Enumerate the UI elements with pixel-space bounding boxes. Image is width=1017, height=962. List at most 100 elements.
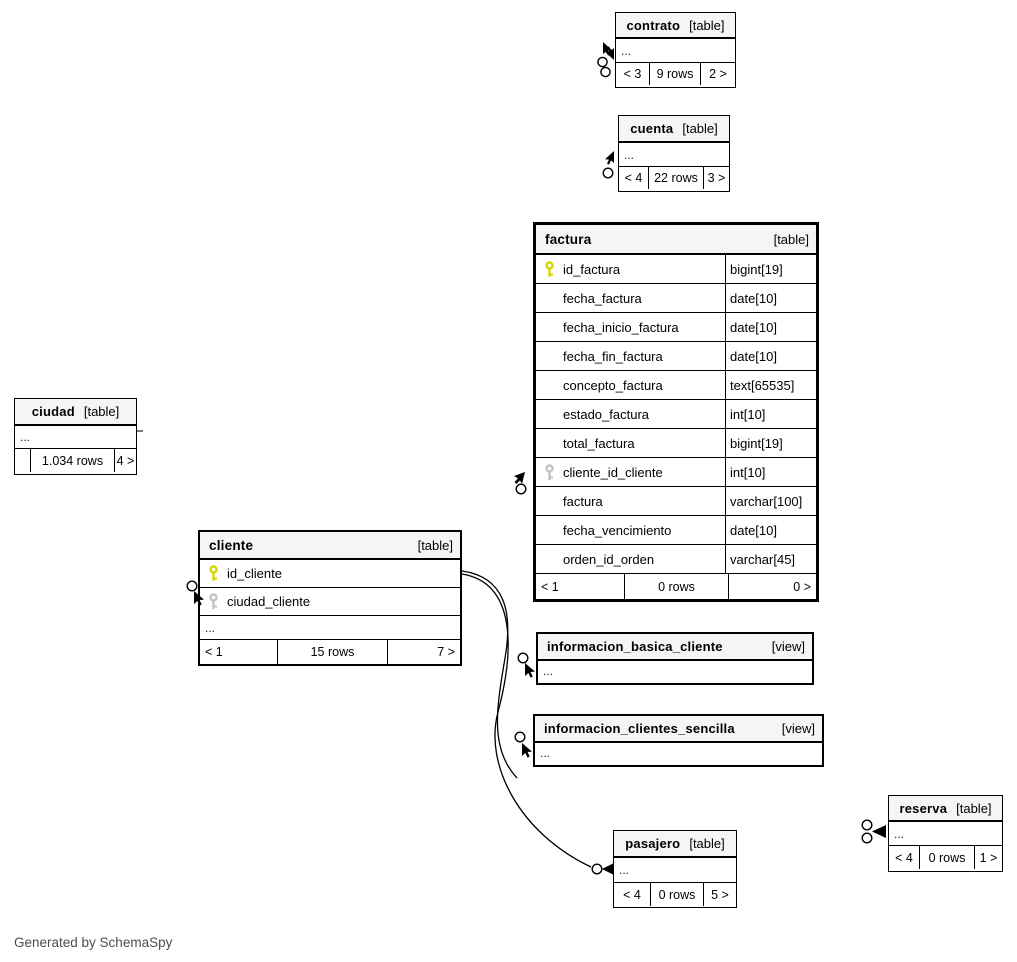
- column-type: date[10]: [725, 516, 816, 544]
- parents-count: < 4: [895, 850, 913, 865]
- cardinality-circle-icon: [597, 56, 608, 68]
- table-box-ciudad[interactable]: ciudad [table] ... 1.034 rows 4 >: [14, 398, 137, 475]
- table-name-pasajero[interactable]: pasajero: [625, 836, 681, 851]
- column-type: varchar[45]: [725, 545, 816, 573]
- column-type: varchar[100]: [725, 487, 816, 515]
- column-type: date[10]: [725, 342, 816, 370]
- column-row: fecha_fin_factura date[10]: [536, 342, 816, 371]
- relationship-marker-cliente: [186, 580, 204, 606]
- relationship-arrow-icon: [514, 472, 525, 484]
- table-kind-label: [table]: [83, 404, 120, 419]
- cardinality-circle-icon: [861, 819, 873, 831]
- cardinality-circle-icon: [517, 652, 529, 664]
- columns-ellipsis: ...: [540, 746, 551, 760]
- parents-count: < 1: [205, 645, 223, 659]
- cardinality-circle-icon: [861, 832, 873, 844]
- parents-count: < 4: [624, 171, 643, 185]
- columns-ellipsis: ...: [619, 143, 729, 167]
- view-name-informacion-clientes-sencilla[interactable]: informacion_clientes_sencilla: [544, 721, 735, 736]
- parents-count: < 3: [623, 67, 642, 81]
- table-box-cuenta[interactable]: cuenta [table] ... < 4 22 rows 3 >: [618, 115, 730, 192]
- column-type: text[65535]: [725, 371, 816, 399]
- table-name-cuenta[interactable]: cuenta: [630, 121, 674, 136]
- column-row: id_factura bigint[19]: [536, 255, 816, 284]
- column-row: fecha_factura date[10]: [536, 284, 816, 313]
- relationship-arrow-icon: [602, 863, 613, 875]
- relationship-marker-factura: [514, 472, 527, 495]
- relationship-line-cliente-sencilla: [461, 570, 518, 779]
- table-box-cliente[interactable]: cliente [table] id_cliente ciudad_client…: [198, 530, 462, 666]
- table-name-factura[interactable]: factura: [545, 231, 592, 247]
- children-count: 2 >: [700, 63, 735, 85]
- relationship-arrow-icon: [605, 46, 614, 60]
- relationship-arrow-icon: [603, 42, 612, 56]
- column-row: orden_id_orden varchar[45]: [536, 545, 816, 574]
- relationship-line-cliente-pasajero: [461, 573, 592, 868]
- relationship-marker-pasajero: [591, 863, 613, 875]
- children-count: 0 >: [728, 574, 816, 599]
- connector-stub: [137, 430, 143, 432]
- columns-ellipsis: ...: [200, 616, 460, 640]
- table-kind-label: [table]: [689, 17, 725, 33]
- columns-ellipsis: ...: [889, 822, 1002, 846]
- relationship-arrow-icon: [605, 151, 614, 165]
- relationship-marker-reserva: [861, 819, 886, 844]
- row-count: 22 rows: [648, 167, 703, 189]
- table-name-contrato[interactable]: contrato: [626, 17, 681, 33]
- columns-ellipsis: ...: [543, 664, 554, 678]
- column-name: cliente_id_cliente: [563, 464, 663, 480]
- column-type: int[10]: [725, 458, 816, 486]
- column-name: total_factura: [563, 435, 635, 451]
- column-row: concepto_factura text[65535]: [536, 371, 816, 400]
- cardinality-circle-icon: [602, 167, 614, 179]
- children-count: 7 >: [387, 640, 460, 664]
- column-name: concepto_factura: [563, 377, 663, 393]
- column-row: cliente_id_cliente int[10]: [536, 458, 816, 487]
- column-type: bigint[19]: [725, 429, 816, 457]
- column-row: factura varchar[100]: [536, 487, 816, 516]
- table-kind-label: [table]: [956, 800, 992, 816]
- table-box-contrato[interactable]: contrato [table] ... < 3 9 rows 2 >: [615, 12, 736, 88]
- row-count: 0 rows: [624, 574, 728, 599]
- table-kind-label: [view]: [781, 721, 815, 736]
- column-type: date[10]: [725, 284, 816, 312]
- view-box-informacion-clientes-sencilla[interactable]: informacion_clientes_sencilla [view] ...: [533, 714, 824, 767]
- foreign-key-icon: [200, 593, 227, 610]
- foreign-key-icon: [536, 463, 563, 481]
- column-type: int[10]: [725, 400, 816, 428]
- relationship-marker-contrato: [597, 42, 614, 78]
- parents-count: < 4: [623, 887, 641, 902]
- relationship-marker-cuenta: [602, 151, 614, 179]
- view-name-informacion-basica-cliente[interactable]: informacion_basica_cliente: [547, 639, 723, 654]
- table-box-reserva[interactable]: reserva [table] ... < 4 0 rows 1 >: [888, 795, 1003, 872]
- parents-count: [15, 449, 30, 472]
- columns-ellipsis: ...: [614, 858, 736, 883]
- primary-key-icon: [536, 260, 563, 278]
- cardinality-circle-icon: [591, 863, 603, 875]
- columns-ellipsis: ...: [15, 426, 136, 449]
- columns-ellipsis: ...: [616, 39, 735, 63]
- children-count: 5 >: [703, 883, 736, 906]
- view-box-informacion-basica-cliente[interactable]: informacion_basica_cliente [view] ...: [536, 632, 814, 685]
- column-name: ciudad_cliente: [227, 594, 311, 609]
- relationship-arrow-icon: [872, 825, 886, 838]
- column-name: fecha_fin_factura: [563, 348, 663, 364]
- table-kind-label: [table]: [682, 121, 718, 136]
- children-count: 1 >: [974, 846, 1002, 869]
- table-name-reserva[interactable]: reserva: [899, 800, 948, 816]
- column-name: factura: [563, 493, 603, 509]
- row-count: 1.034 rows: [30, 449, 114, 472]
- table-box-pasajero[interactable]: pasajero [table] ... < 4 0 rows 5 >: [613, 830, 737, 908]
- relationship-marker-informacion-basica: [517, 652, 535, 678]
- column-name: fecha_vencimiento: [563, 522, 672, 538]
- cardinality-circle-icon: [600, 66, 611, 78]
- table-name-ciudad[interactable]: ciudad: [31, 404, 75, 419]
- table-box-factura[interactable]: factura [table] id_factura bigint[19] fe…: [533, 222, 819, 602]
- column-row: fecha_vencimiento date[10]: [536, 516, 816, 545]
- table-name-cliente[interactable]: cliente: [209, 537, 254, 553]
- column-name: fecha_inicio_factura: [563, 319, 679, 335]
- row-count: 15 rows: [277, 640, 387, 664]
- cardinality-circle-icon: [514, 731, 526, 743]
- row-count: 9 rows: [649, 63, 700, 85]
